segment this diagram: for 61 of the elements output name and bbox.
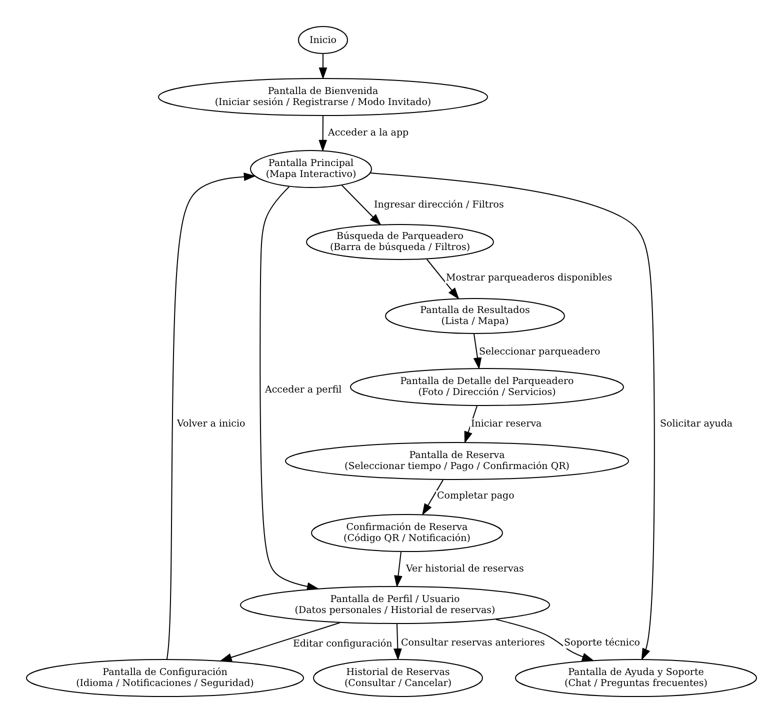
node-subtitle: (Seleccionar tiempo / Pago / Confirmación QR) (344, 461, 570, 472)
edge-label: Soporte técnico (563, 638, 641, 648)
arrow (422, 479, 444, 515)
ellipse-node (313, 659, 483, 697)
node-title: Historial de Reservas (346, 667, 450, 678)
edge-label: Seleccionar parqueadero (478, 346, 602, 358)
ellipse-node (158, 78, 488, 116)
edge-label: Iniciar reserva (470, 418, 543, 430)
node-subtitle: (Iniciar sesión / Registrarse / Modo Invitado) (214, 97, 432, 108)
arrow (318, 116, 327, 151)
node-subtitle: (Código QR / Notificación) (344, 533, 470, 544)
arrow (474, 334, 482, 369)
arrow (495, 618, 594, 661)
edge-label: Consultar reservas anteriores (400, 638, 546, 648)
node-title: Búsqueda de Parqueadero (336, 231, 464, 242)
node-title: Pantalla de Perfil / Usuario (330, 594, 460, 605)
arrow (166, 172, 255, 660)
node-subtitle: (Consultar / Cancelar) (344, 678, 452, 689)
edge-label: Ver historial de reservas (405, 564, 525, 574)
edge-label: Ingresar dirección / Filtros (373, 200, 505, 210)
ellipse-node (250, 150, 372, 188)
edge-label: Acceder a la app (327, 128, 410, 138)
node-title: Pantalla de Ayuda y Soporte (568, 667, 704, 678)
node-subtitle: (Barra de búsqueda / Filtros) (330, 242, 470, 253)
node-subtitle: (Lista / Mapa) (441, 316, 509, 327)
arrow (220, 622, 340, 662)
arrow (341, 184, 381, 225)
ellipse-node (350, 368, 624, 406)
node-subtitle: (Idioma / Notificaciones / Seguridad) (76, 678, 254, 689)
arrow (260, 186, 318, 590)
ellipse-node (298, 26, 348, 54)
edge-label: Mostrar parqueaderos disponibles (445, 272, 614, 284)
edge-label: Completar pago (436, 490, 516, 502)
ellipse-node (285, 442, 629, 480)
node-title: Pantalla de Configuración (102, 667, 228, 678)
arrow (426, 258, 459, 299)
ellipse-node (515, 659, 757, 697)
node-subtitle: (Datos personales / Historial de reservas) (294, 605, 496, 616)
arrow (319, 54, 327, 78)
ellipse-node (240, 586, 550, 624)
edge-label: Volver a inicio (176, 418, 246, 430)
node-title: Pantalla de Resultados (420, 305, 530, 316)
node-title: Pantalla Principal (268, 158, 354, 169)
arrow (394, 624, 402, 660)
node-title: Inicio (310, 34, 336, 46)
ellipse-node (311, 514, 503, 552)
node-title: Pantalla de Reserva (409, 450, 505, 461)
node-subtitle: (Chat / Preguntas frecuentes) (564, 678, 708, 689)
node-title: Pantalla de Bienvenida (268, 86, 378, 97)
arrow (394, 551, 402, 586)
node-subtitle: (Mapa Interactivo) (266, 169, 356, 180)
ellipse-node (26, 659, 304, 697)
edge-label: Acceder a perfil (264, 384, 343, 396)
edge-label: Editar configuración (292, 638, 394, 650)
ellipse-node (306, 224, 494, 260)
node-title: Confirmación de Reserva (346, 522, 468, 533)
node-title: Pantalla de Detalle del Parqueadero (400, 376, 574, 387)
edge-label: Solicitar ayuda (659, 418, 734, 430)
node-subtitle: (Foto / Dirección / Servicios) (418, 387, 556, 398)
arrow (370, 172, 655, 660)
ellipse-node (385, 298, 565, 334)
